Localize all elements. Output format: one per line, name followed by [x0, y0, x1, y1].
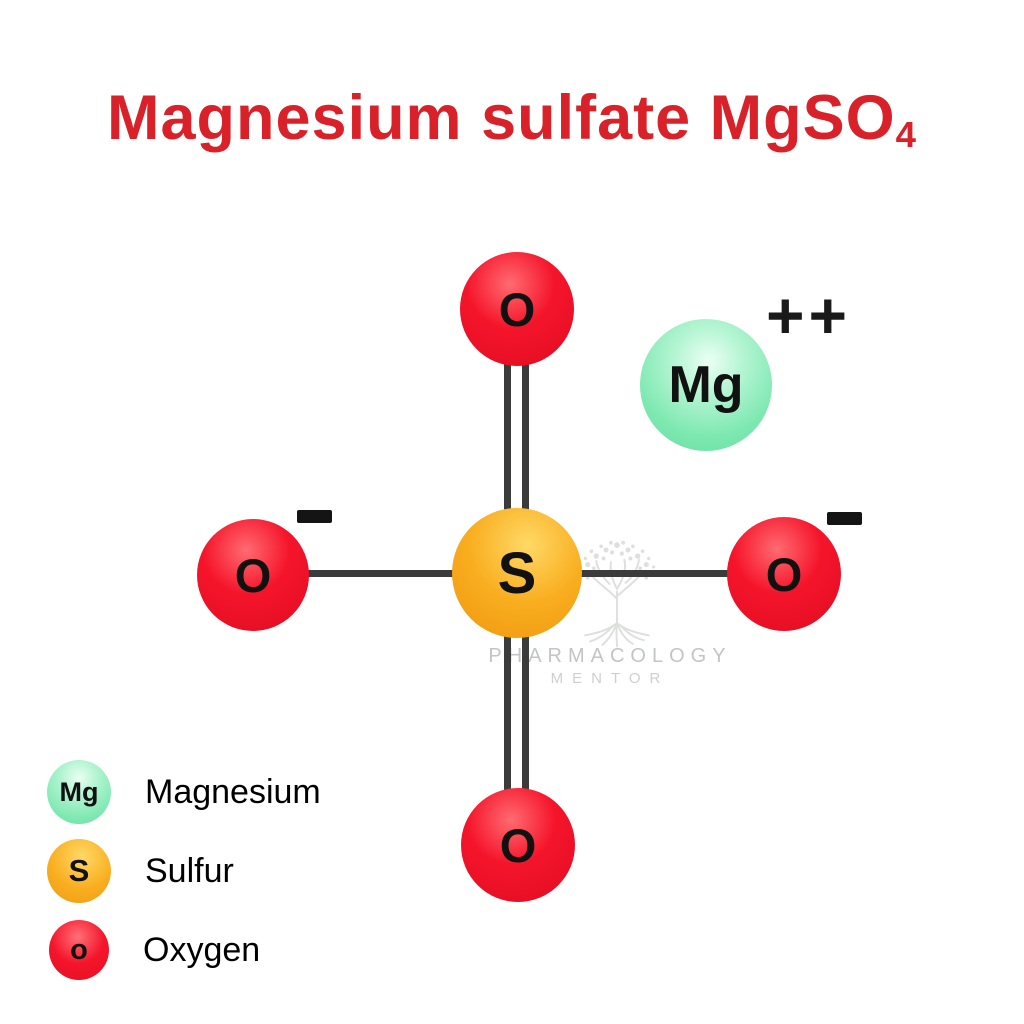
atom-symbol: O	[765, 547, 803, 601]
minus-charge-icon-left	[297, 510, 332, 523]
single-bond-right	[576, 570, 733, 577]
double-bond-bottom-line1	[504, 630, 511, 796]
atom-symbol: Mg	[668, 356, 744, 414]
atom-symbol: O	[234, 548, 272, 602]
double-bond-top-line1	[504, 358, 511, 516]
oxygen-atom-right: O	[727, 517, 841, 631]
legend-item-sulfur: S Sulfur	[47, 839, 321, 903]
atom-symbol: O	[498, 282, 536, 336]
magnesium-plus-plus-charge: ++	[766, 278, 852, 352]
double-bond-bottom-line2	[522, 630, 529, 796]
legend-symbol: o	[70, 933, 88, 966]
minus-charge-icon-right	[827, 512, 862, 525]
oxygen-atom-left: O	[197, 519, 309, 631]
double-bond-top-line2	[522, 358, 529, 516]
oxygen-atom-bottom: O	[461, 788, 575, 902]
sulfur-legend-ball-icon: S	[47, 839, 111, 903]
legend-label: Sulfur	[145, 851, 234, 890]
watermark-line1: PHARMACOLOGY	[488, 645, 732, 667]
oxygen-atom-top: O	[460, 252, 574, 366]
atom-symbol: O	[499, 818, 537, 872]
legend-label: Oxygen	[143, 930, 261, 969]
oxygen-legend-ball-icon: o	[49, 920, 109, 980]
legend-label: Magnesium	[145, 772, 321, 811]
legend-item-magnesium: Mg Magnesium	[47, 760, 321, 824]
sulfur-atom-center: S	[452, 508, 582, 638]
legend-item-oxygen: o Oxygen	[47, 918, 321, 982]
atom-symbol: S	[497, 540, 537, 606]
magnesium-legend-ball-icon: Mg	[47, 760, 111, 824]
title-formula-subscript: 4	[895, 114, 917, 156]
page-title: Magnesium sulfate MgSO4	[0, 82, 1024, 156]
watermark-line2: MENTOR	[550, 670, 670, 687]
legend-symbol: Mg	[59, 776, 99, 807]
legend: Mg Magnesium S Sulfur o Oxygen	[47, 760, 321, 997]
single-bond-left	[303, 570, 460, 577]
magnesium-ion: Mg	[640, 319, 772, 451]
legend-symbol: S	[68, 853, 90, 888]
title-text: Magnesium sulfate	[107, 83, 710, 153]
title-formula: MgSO	[709, 83, 896, 153]
